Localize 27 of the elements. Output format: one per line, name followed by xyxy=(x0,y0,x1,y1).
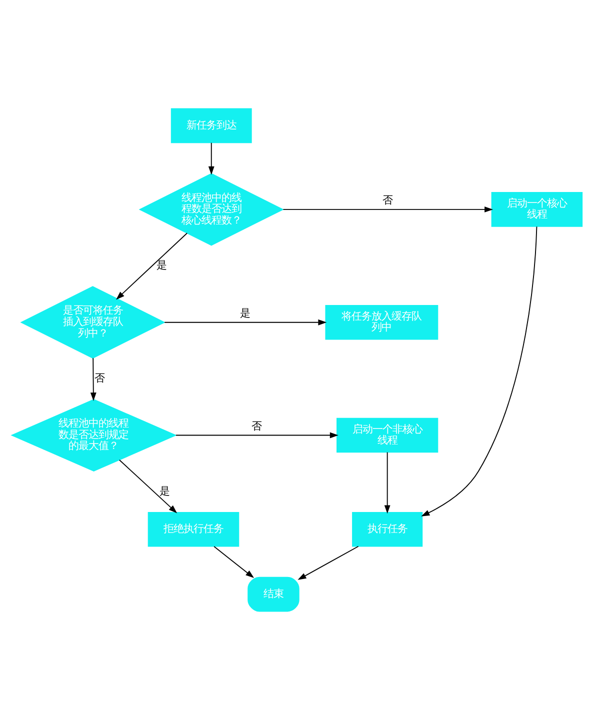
node-box: 结束 xyxy=(248,576,300,612)
arrow xyxy=(208,142,214,175)
edge-label: 否 xyxy=(382,194,392,207)
edge-label: 是 xyxy=(240,308,250,320)
arrow xyxy=(175,432,338,438)
node-box: 启动一个非核心线程 xyxy=(336,418,438,453)
arrow xyxy=(90,358,96,402)
edge-label: 否 xyxy=(94,372,104,384)
arrow xyxy=(116,232,188,300)
edge-label: 否 xyxy=(251,420,262,432)
arrow xyxy=(118,460,178,514)
node-box: 新任务到达 xyxy=(170,108,252,144)
arrow xyxy=(214,546,254,578)
node-box: 将任务放入缓存队列中 xyxy=(325,304,438,340)
edge-label: 是 xyxy=(156,260,166,272)
arrow xyxy=(421,226,538,516)
node-box: 拒绝执行任务 xyxy=(148,512,240,547)
node-diamond: 线程池中的线程数是否达到规定的最大值？ xyxy=(10,399,177,472)
node-box: 执行任务 xyxy=(352,512,423,547)
node-diamond: 线程池中的线程数是否达到核心线程数？ xyxy=(138,173,284,246)
edge-label: 是 xyxy=(159,485,170,498)
arrow xyxy=(384,452,390,514)
arrow xyxy=(282,206,494,212)
node-box: 启动一个核心线程 xyxy=(491,192,583,227)
node-diamond: 是否可将任务插入到缓存队列中？ xyxy=(20,286,166,359)
arrow xyxy=(164,319,327,326)
arrow xyxy=(298,546,359,580)
